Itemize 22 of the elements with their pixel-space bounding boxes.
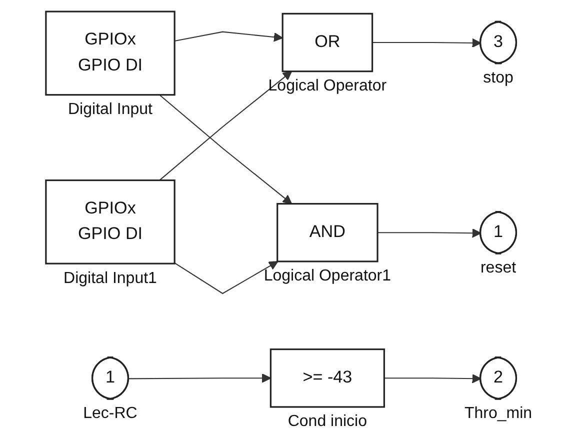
arrow [174, 261, 278, 294]
block-caption: Cond inicio [288, 413, 368, 430]
block-caption: Digital Input1 [64, 270, 157, 287]
arrow [384, 374, 482, 384]
block-caption: Lec-RC [83, 405, 138, 422]
arrow [174, 31, 283, 42]
node-box: GPIOx GPIO DI [45, 10, 176, 96]
arrow [159, 70, 292, 181]
node-box: GPIOx GPIO DI [45, 179, 176, 264]
node-box: OR [282, 12, 374, 72]
block-caption: Thro_min [464, 405, 532, 422]
block-caption: Logical Operator1 [264, 268, 392, 285]
block-caption: Digital Input [68, 101, 152, 118]
arrow [378, 228, 482, 238]
block-caption: reset [480, 260, 516, 277]
block-caption: stop [483, 70, 514, 87]
arrow [128, 373, 272, 383]
arrow [372, 38, 482, 48]
block-caption: Logical Operator [268, 78, 387, 95]
arrow [159, 94, 292, 204]
node-box: AND [276, 202, 378, 262]
node-box: >= -43 [270, 348, 385, 408]
